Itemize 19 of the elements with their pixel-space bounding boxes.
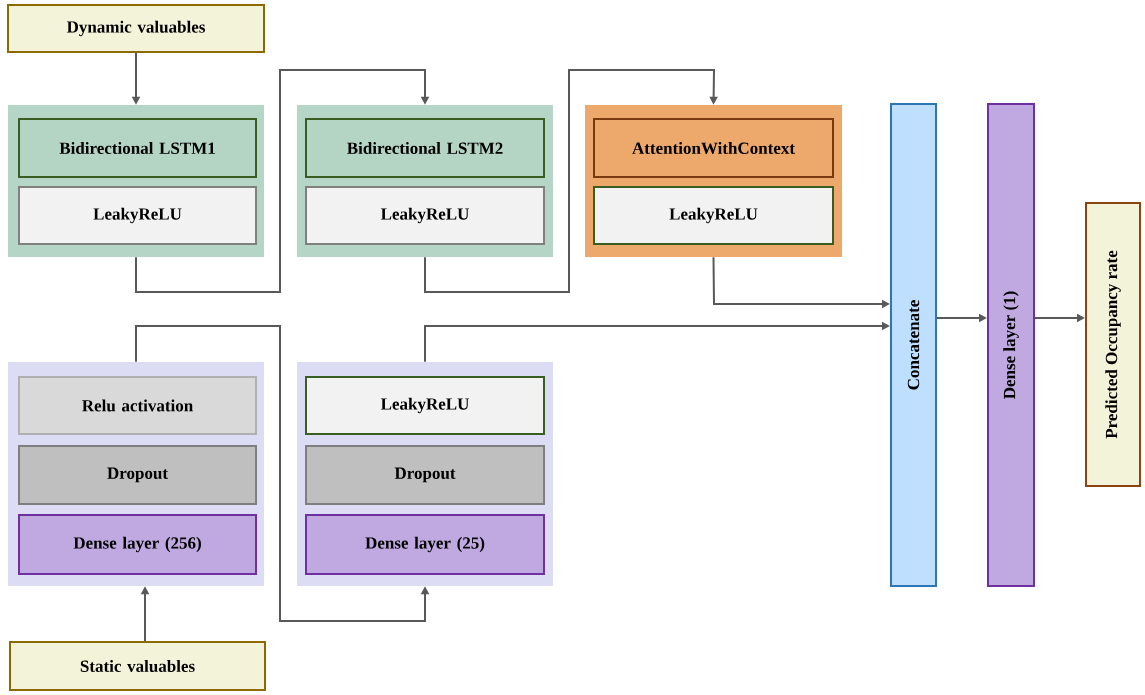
layer-box: Dense layer (25): [305, 514, 545, 575]
layer-box: Relu activation: [18, 376, 257, 435]
layer-box: Dropout: [305, 445, 545, 505]
layer-box: Dropout: [18, 445, 257, 505]
layer-box: LeakyReLU: [593, 186, 834, 245]
input-box: Dynamic valuables: [7, 4, 265, 53]
layer-box: Bidirectional LSTM1: [18, 118, 257, 178]
layer-box: Bidirectional LSTM2: [305, 118, 545, 178]
layer-box: LeakyReLU: [305, 376, 545, 435]
output-box: Predicted Occupancy rate: [1085, 202, 1141, 487]
layer-bar: Concatenate: [890, 103, 937, 587]
layer-box: AttentionWithContext: [593, 118, 834, 178]
layer-box: LeakyReLU: [305, 186, 545, 245]
input-box: Static valuables: [9, 641, 266, 691]
layer-bar: Dense layer (1): [987, 103, 1035, 587]
layer-box: LeakyReLU: [18, 186, 257, 245]
arrow: [424, 69, 718, 293]
arrow: [135, 69, 430, 293]
layer-box: Dense layer (256): [18, 514, 257, 575]
